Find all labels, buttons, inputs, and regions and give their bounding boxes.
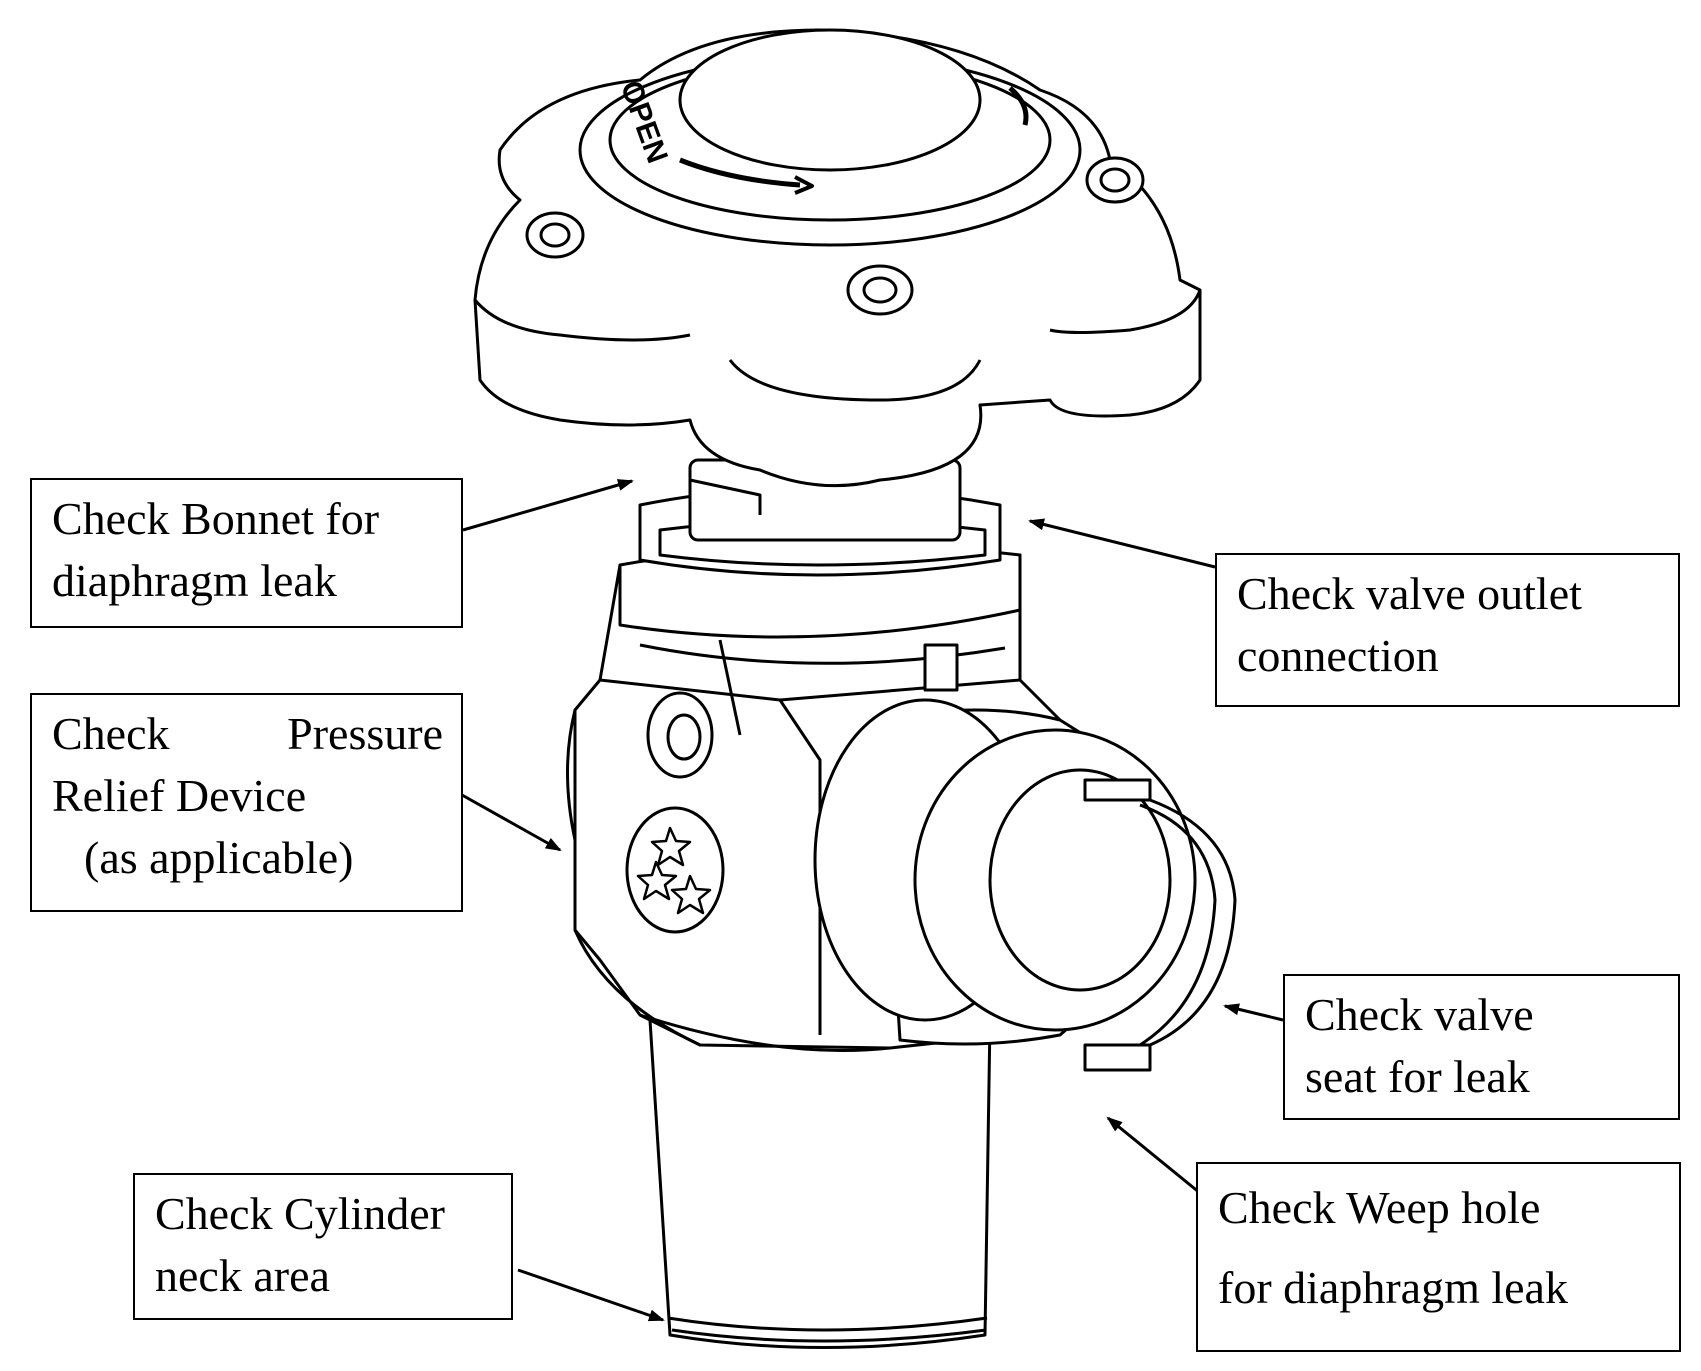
- arrow-neck: [517, 1268, 665, 1322]
- label-prd-word2: Pressure: [287, 708, 443, 759]
- label-outlet-line2: connection: [1237, 630, 1439, 681]
- label-seat: Check valve seat for leak: [1283, 974, 1680, 1120]
- leader-arrows: [461, 479, 1284, 1322]
- label-bonnet: Check Bonnet for diaphragm leak: [30, 478, 463, 628]
- label-seat-line1: Check valve: [1305, 989, 1534, 1040]
- label-prd: Check Pressure Relief Device (as applica…: [30, 693, 463, 912]
- label-prd-line3: (as applicable): [84, 832, 354, 883]
- label-outlet-line1: Check valve outlet: [1237, 568, 1582, 619]
- label-seat-line2: seat for leak: [1305, 1051, 1530, 1102]
- label-outlet: Check valve outlet connection: [1215, 553, 1680, 707]
- arrow-outlet: [1028, 518, 1216, 569]
- handwheel: OPEN: [473, 28, 1202, 488]
- label-weep: Check Weep hole for diaphragm leak: [1196, 1162, 1681, 1352]
- label-prd-line2: Relief Device: [52, 770, 307, 821]
- label-weep-line1: Check Weep hole: [1218, 1182, 1541, 1233]
- cylinder-neck: [648, 1018, 992, 1349]
- label-neck-line1: Check Cylinder: [155, 1188, 445, 1239]
- label-bonnet-line1: Check Bonnet for: [52, 493, 380, 544]
- arrow-weep: [1106, 1116, 1201, 1195]
- arrow-seat: [1223, 1003, 1284, 1022]
- outlet-connection: [813, 698, 1237, 1072]
- label-bonnet-line2: diaphragm leak: [52, 555, 337, 606]
- label-prd-word1: Check: [52, 708, 170, 759]
- label-prd-line1: Check Pressure: [52, 703, 443, 765]
- label-weep-line2: for diaphragm leak: [1218, 1262, 1568, 1313]
- label-neck-line2: neck area: [155, 1250, 330, 1301]
- arrow-bonnet: [462, 479, 634, 532]
- star-emblem-icon: [636, 826, 712, 915]
- label-neck: Check Cylinder neck area: [133, 1173, 513, 1320]
- arrow-prd: [461, 793, 562, 852]
